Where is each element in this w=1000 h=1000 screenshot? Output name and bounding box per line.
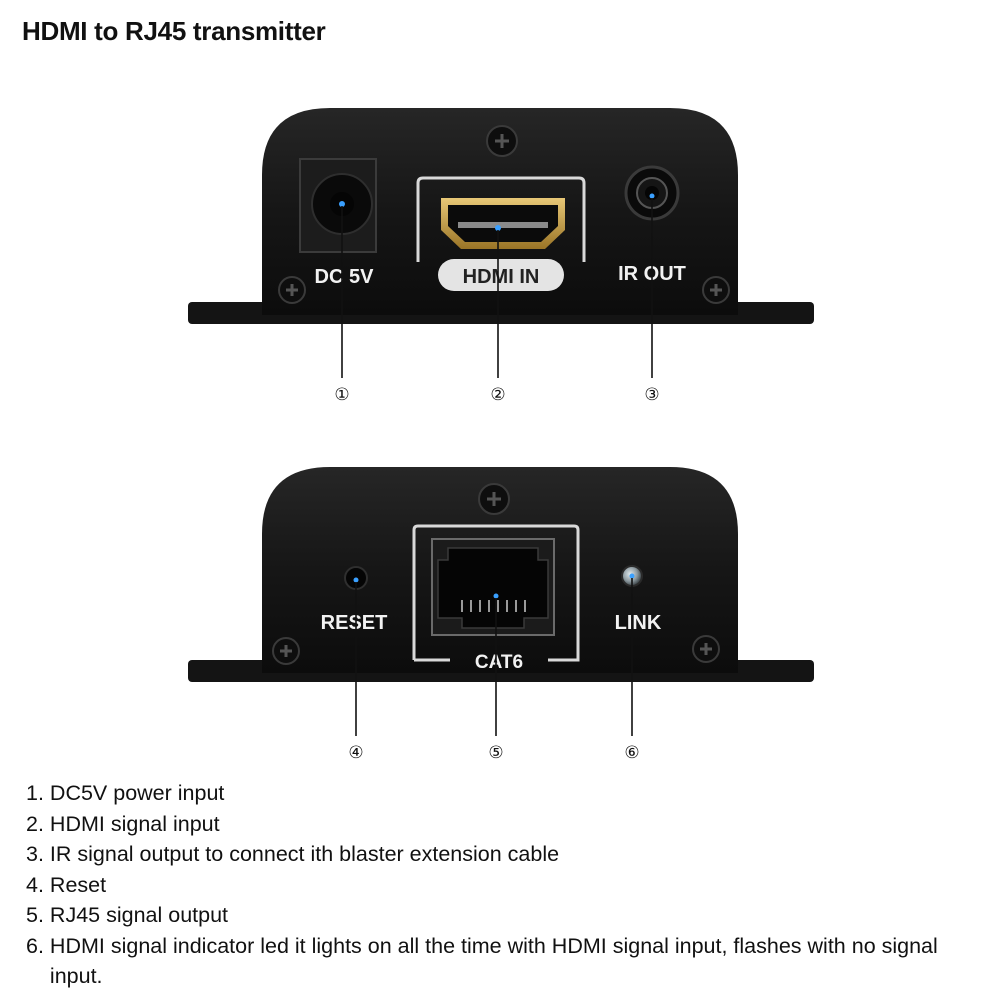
- dc-5v-label: DC 5V: [315, 266, 375, 288]
- legend-item: 5. RJ45 signal output: [26, 900, 986, 931]
- legend-text: DC5V power input: [49, 781, 225, 805]
- legend-number: 5.: [26, 903, 44, 927]
- legend-number: 4.: [26, 872, 44, 897]
- screw-icon: [692, 635, 720, 663]
- hdmi-port-icon: [416, 176, 586, 262]
- callout-3: ③: [644, 385, 659, 405]
- rear-panel: RESET CAT6 LINK ④ ⑤ ⑥: [188, 467, 814, 763]
- link-label: LINK: [615, 612, 662, 634]
- legend-list: 1. DC5V power input 2. HDMI signal input…: [26, 778, 986, 992]
- legend-number: 6.: [26, 933, 44, 958]
- screw-icon: [486, 125, 518, 157]
- legend-number: 2.: [26, 811, 44, 836]
- callout-4: ④: [348, 743, 363, 763]
- cat6-label: CAT6: [475, 652, 523, 673]
- link-led-icon: [621, 565, 643, 587]
- legend-item: 4. Reset: [26, 870, 986, 901]
- callout-5: ⑤: [488, 743, 503, 763]
- legend-item: 6. HDMI signal indicator led it lights o…: [26, 931, 986, 992]
- legend-item: 1. DC5V power input: [26, 778, 986, 809]
- legend-text: IR signal output to connect ith blaster …: [49, 842, 560, 866]
- hdmi-in-label: HDMI IN: [463, 266, 540, 288]
- legend-text: HDMI signal input: [49, 811, 220, 836]
- screw-icon: [702, 276, 730, 304]
- screw-icon: [478, 483, 510, 515]
- screw-icon: [272, 637, 300, 665]
- dc-power-jack-icon: [299, 158, 377, 253]
- page-title: HDMI to RJ45 transmitter: [22, 16, 326, 46]
- ir-out-jack-icon: [624, 165, 680, 221]
- legend-text: RJ45 signal output: [49, 903, 229, 927]
- hdmi-in-badge: HDMI IN: [438, 259, 564, 291]
- callout-1: ①: [334, 385, 349, 405]
- legend-number: 3.: [26, 842, 44, 866]
- legend-item: 3. IR signal output to connect ith blast…: [26, 839, 986, 870]
- reset-label: RESET: [321, 612, 388, 634]
- front-panel: DC 5V HDMI IN IR OUT ① ② ③: [188, 108, 814, 405]
- legend-number: 1.: [26, 781, 44, 805]
- legend-item: 2. HDMI signal input: [26, 809, 986, 840]
- screw-icon: [278, 276, 306, 304]
- callout-2: ②: [490, 385, 505, 405]
- legend-text: HDMI signal indicator led it lights on a…: [49, 933, 938, 989]
- legend-text: Reset: [49, 872, 107, 897]
- rj45-port-icon: [412, 524, 580, 662]
- callout-6: ⑥: [624, 743, 639, 763]
